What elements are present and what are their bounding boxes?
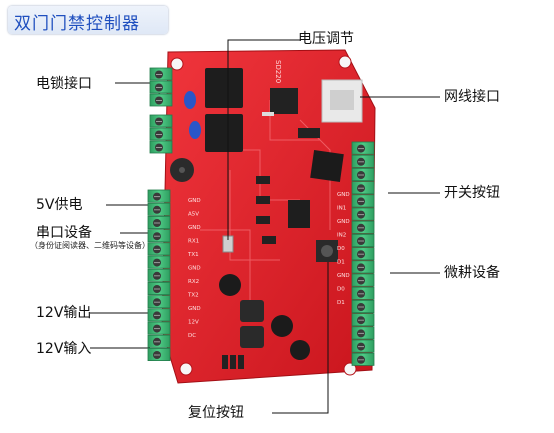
inductor <box>240 326 264 348</box>
regulator <box>238 355 244 369</box>
label-switch: 开关按钮 <box>444 185 500 201</box>
pin-label-left: GND <box>188 306 201 312</box>
regulator <box>230 355 236 369</box>
pin-label-left: TX1 <box>187 252 199 258</box>
leader-voltage <box>227 39 300 240</box>
mcu-chip <box>310 150 344 182</box>
pin-label-right: D1 <box>337 300 345 306</box>
pin-header <box>298 128 320 138</box>
capacitor <box>184 91 196 109</box>
label-lock: 电锁接口 <box>36 76 92 92</box>
mount-hole <box>338 55 352 69</box>
regulator <box>222 355 228 369</box>
pin-label-right: GND <box>337 192 350 198</box>
electrolytic-cap <box>290 340 310 360</box>
label-wiegand: 微耕设备 <box>444 265 500 281</box>
ic-chip <box>256 216 270 224</box>
pin-label-left: DC <box>188 333 196 339</box>
diagram-title: 双门门禁控制器 <box>14 14 140 34</box>
leader-reset <box>272 262 329 414</box>
board-model: SD220 <box>274 60 282 84</box>
label-serial-note: （身份证阅读器、二维码等设备） <box>30 241 150 250</box>
relay <box>205 114 243 152</box>
label-voltage: 电压调节 <box>298 31 354 47</box>
label-serial: 串口设备 <box>36 225 92 241</box>
pin-label-left: RX1 <box>188 239 199 245</box>
inductor <box>240 300 264 322</box>
pin-label-right: D1 <box>337 260 345 266</box>
label-12v-out: 12V输出 <box>36 305 92 321</box>
ic-chip <box>256 196 270 204</box>
mount-hole <box>343 362 357 376</box>
label-5v: 5V供电 <box>36 197 83 213</box>
pin-label-left: GND <box>188 225 201 231</box>
label-12v-in: 12V输入 <box>36 341 92 357</box>
pin-label-right: D0 <box>337 287 345 293</box>
pin-label-right: GND <box>337 219 350 225</box>
network-chip <box>270 88 298 114</box>
capacitor <box>189 121 201 139</box>
pin-label-left: A5V <box>188 212 199 218</box>
pin-label-left: TX2 <box>187 293 199 299</box>
driver-chip <box>288 200 310 228</box>
label-reset: 复位按钮 <box>188 405 244 421</box>
mount-hole <box>179 362 193 376</box>
ic-chip <box>262 236 276 244</box>
leader-lines <box>90 39 440 414</box>
electrolytic-cap <box>219 274 241 296</box>
pin-label-left: RX2 <box>188 279 199 285</box>
pin-label-right: GND <box>337 273 350 279</box>
ic-chip <box>256 176 270 184</box>
label-network: 网线接口 <box>444 89 500 105</box>
mount-hole <box>170 57 184 71</box>
pin-label-left: 12V <box>188 320 199 326</box>
relay <box>205 68 243 108</box>
pin-label-right: IN2 <box>337 233 346 239</box>
electrolytic-cap <box>271 315 293 337</box>
title-tab <box>8 6 168 34</box>
pin-label-left: GND <box>188 198 201 204</box>
pin-label-left: GND <box>188 266 201 272</box>
pin-label-right: IN1 <box>337 206 346 212</box>
pin-label-right: D0 <box>337 246 345 252</box>
